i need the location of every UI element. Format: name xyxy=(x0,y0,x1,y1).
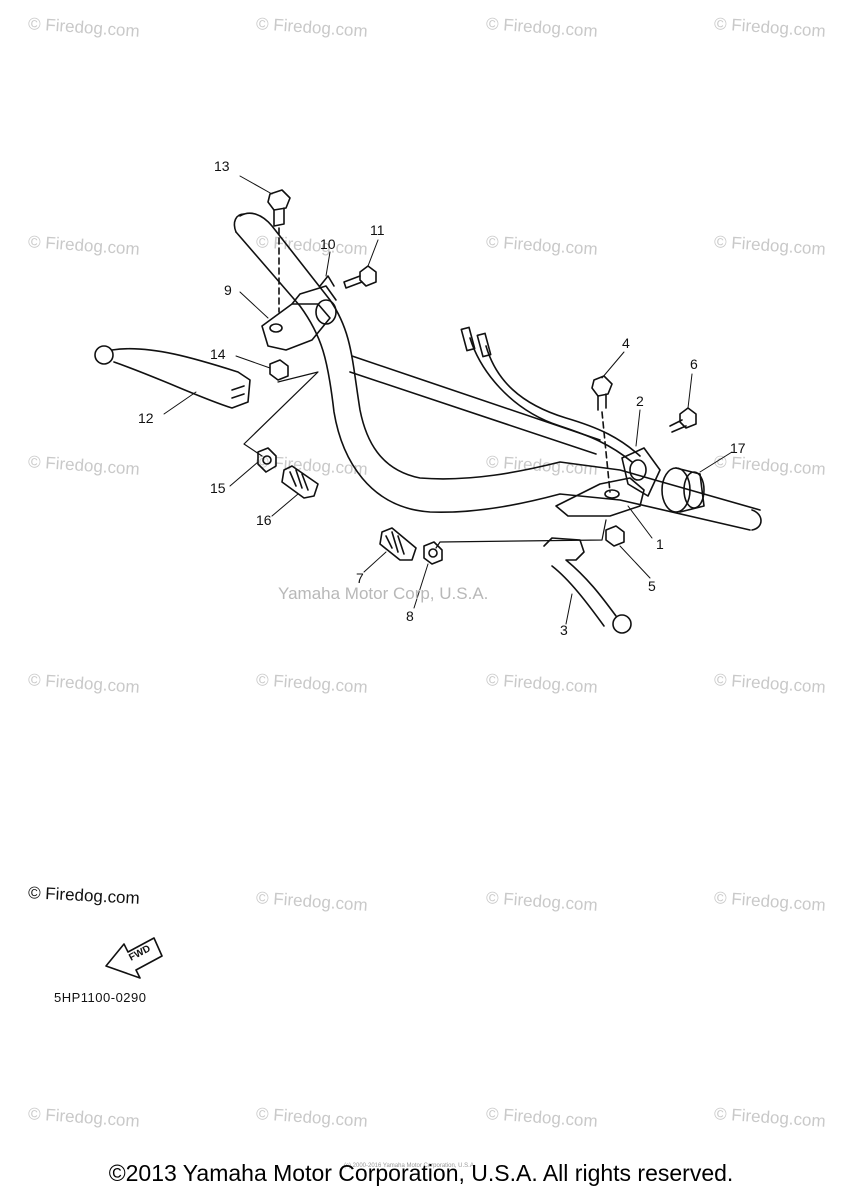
callout-11: 11 xyxy=(370,222,385,238)
callout-5: 5 xyxy=(648,578,656,594)
callout-17: 17 xyxy=(730,440,746,456)
right-lever-perch xyxy=(555,447,661,517)
locknut-15 xyxy=(257,447,277,473)
handlebar-tube xyxy=(233,212,762,531)
nut-5 xyxy=(605,525,625,547)
diagram-credit: Yamaha Motor Corp, U.S.A. xyxy=(278,584,489,603)
bolt-4 xyxy=(591,375,613,411)
fine-print: (c) 2000-2016 Yamaha Motor Corporation, … xyxy=(344,1163,476,1169)
callout-3: 3 xyxy=(560,622,568,638)
leader-4 xyxy=(601,411,611,493)
bolt-6 xyxy=(669,407,697,433)
callout-4: 4 xyxy=(622,335,630,351)
bolt-11 xyxy=(343,265,377,289)
throttle-housing-17 xyxy=(661,467,705,513)
callout-14: 14 xyxy=(210,346,226,362)
brake-lever-3 xyxy=(543,537,632,634)
part-diagram-code: 5HP1100-0290 xyxy=(54,990,147,1005)
callout-6: 6 xyxy=(690,356,698,372)
callout-8: 8 xyxy=(406,608,414,624)
left-lever-perch xyxy=(261,275,337,351)
adjuster-16 xyxy=(281,465,319,499)
locknut-8 xyxy=(423,541,443,565)
footer-copyright: ©2013 Yamaha Motor Corporation, U.S.A. A… xyxy=(108,1160,734,1186)
callout-16: 16 xyxy=(256,512,272,528)
callout-1: 1 xyxy=(656,536,664,552)
cables xyxy=(460,326,641,463)
callout-2: 2 xyxy=(636,393,644,409)
nut-14 xyxy=(269,359,289,381)
bolt-13 xyxy=(267,189,291,227)
fwd-arrow-icon xyxy=(105,937,163,979)
callout-10: 10 xyxy=(320,236,336,252)
callout-9: 9 xyxy=(224,282,232,298)
callout-15: 15 xyxy=(210,480,226,496)
adjuster-7 xyxy=(379,527,417,561)
callout-7: 7 xyxy=(356,570,364,586)
callout-13: 13 xyxy=(214,158,230,174)
clutch-lever-12 xyxy=(94,345,251,409)
leader-left xyxy=(243,371,319,457)
callout-12: 12 xyxy=(138,410,154,426)
